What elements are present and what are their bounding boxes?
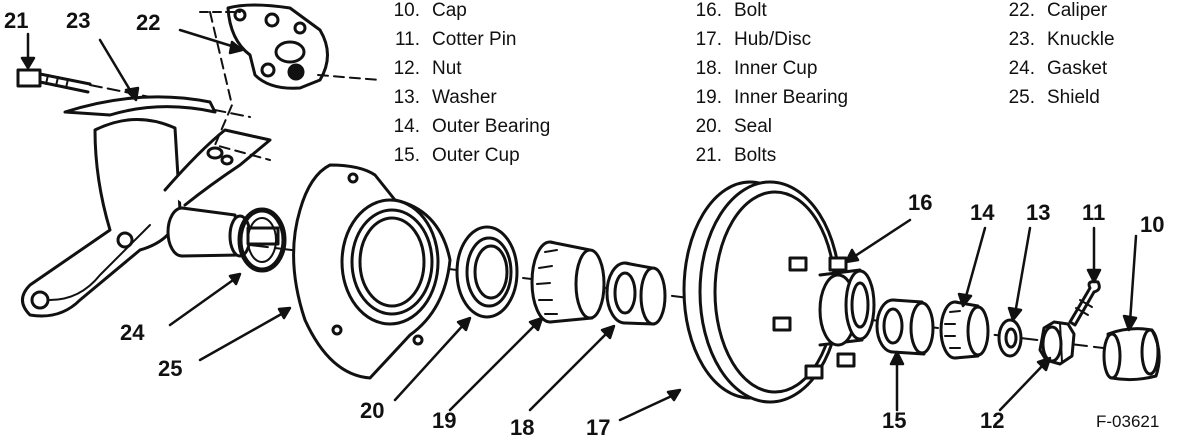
legend-item-12: 12.Nut (393, 58, 462, 79)
legend-item-23: 23.Knuckle (1008, 29, 1115, 50)
callout-25: 25 (158, 356, 183, 381)
legend-item-21: 21.Bolts (695, 145, 777, 166)
inner-bearing-19 (530, 240, 606, 324)
callout-20: 20 (360, 398, 385, 423)
legend-item-24: 24.Gasket (1008, 58, 1108, 79)
callout-19: 19 (432, 408, 457, 433)
legend-item-15: 15.Outer Cup (393, 145, 520, 166)
figure-code: F-03621 (1096, 412, 1160, 431)
legend-item-25: 25.Shield (1008, 87, 1100, 108)
outer-bearing-14 (939, 300, 990, 360)
callout-15: 15 (882, 408, 907, 433)
legend-item-22: 22.Caliper (1008, 0, 1108, 21)
seal-20 (455, 225, 519, 319)
legend-item-14: 14.Outer Bearing (393, 116, 551, 137)
hub-disc-17 (682, 180, 876, 404)
callout-17: 17 (586, 415, 611, 440)
callout-12: 12 (980, 408, 1005, 433)
callout-13: 13 (1026, 200, 1051, 225)
knuckle-23 (21, 95, 280, 318)
callout-23: 23 (66, 8, 91, 33)
callout-21: 21 (4, 8, 29, 33)
callout-16: 16 (908, 190, 933, 215)
legend-item-17: 17.Hub/Disc (695, 29, 812, 50)
legend-item-20: 20.Seal (695, 116, 773, 137)
leader-lines (20, 28, 1138, 422)
gasket-24 (237, 207, 287, 273)
callout-14: 14 (970, 200, 995, 225)
legend-item-13: 13.Washer (393, 87, 497, 108)
cotter-pin-11 (1068, 280, 1101, 327)
legend-item-18: 18.Inner Cup (695, 58, 818, 79)
callout-22: 22 (136, 10, 161, 35)
legend-item-10: 10.Cap (393, 0, 467, 21)
legend-item-16: 16.Bolt (695, 0, 767, 21)
legend-item-19: 19.Inner Bearing (695, 87, 849, 108)
nut-12 (1038, 320, 1076, 366)
washer-13 (997, 318, 1023, 358)
callout-18: 18 (510, 415, 535, 440)
inner-cup-18 (605, 261, 667, 326)
cap-10 (1102, 327, 1161, 382)
legend-item-11: 11.Cotter Pin (394, 29, 517, 50)
callout-11: 11 (1082, 200, 1106, 225)
outer-cup-15 (875, 298, 935, 356)
shield-25 (292, 163, 452, 380)
caliper-22 (199, 3, 381, 161)
callout-10: 10 (1140, 212, 1165, 237)
callout-24: 24 (120, 320, 145, 345)
